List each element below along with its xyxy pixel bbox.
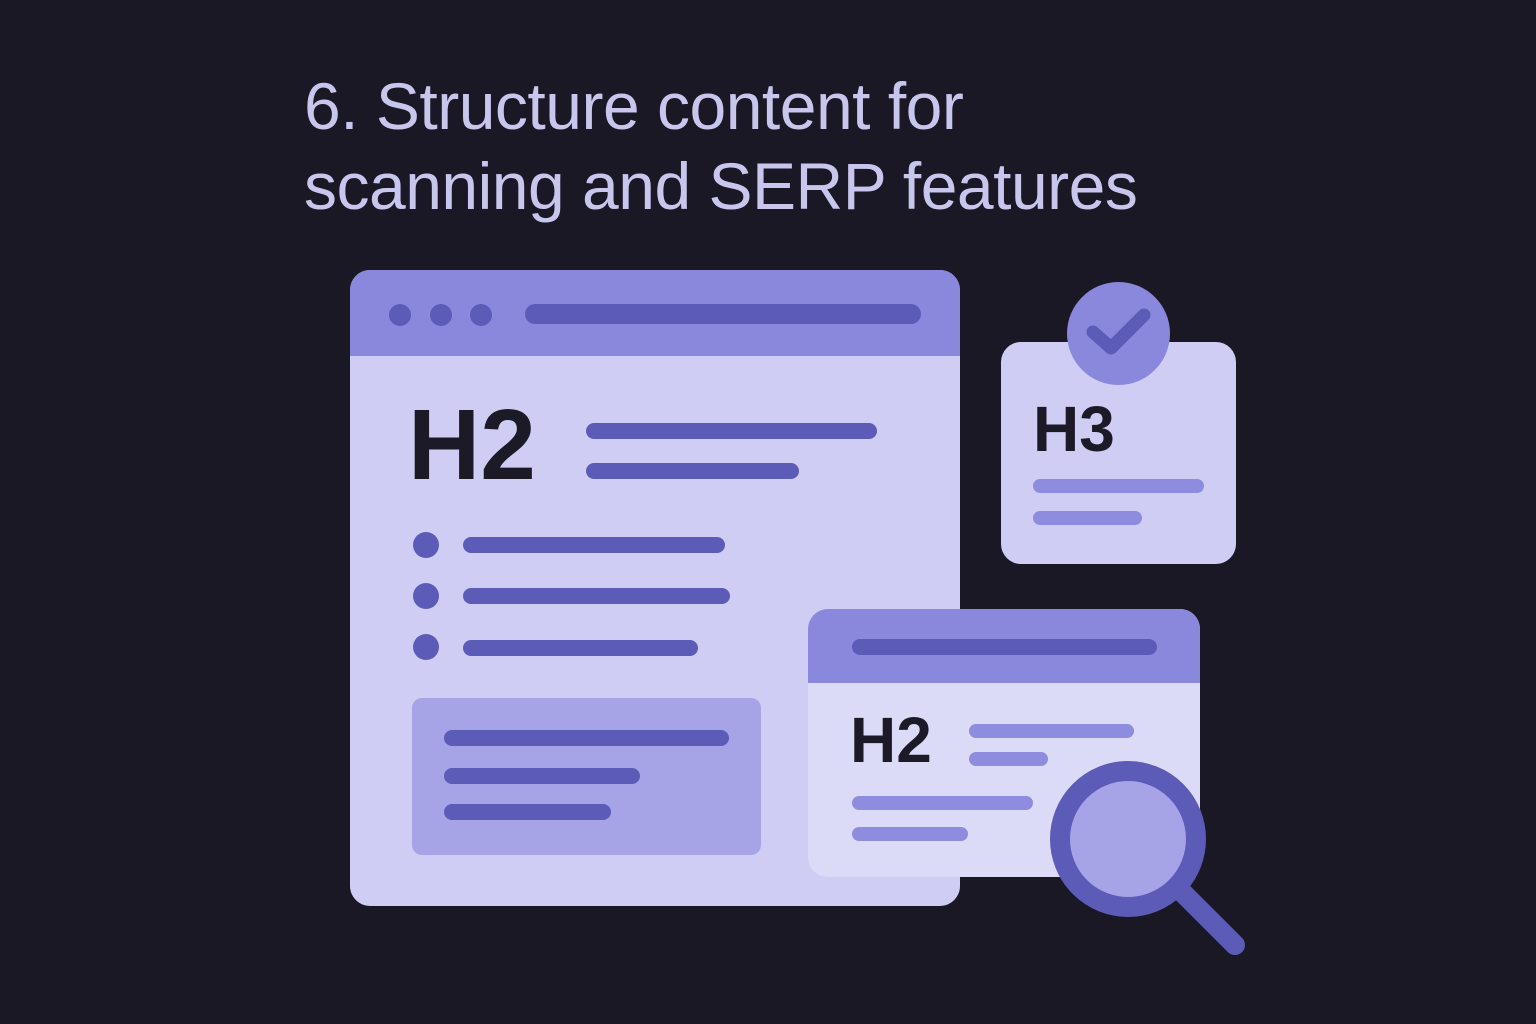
- page-title: 6. Structure content for scanning and SE…: [304, 66, 1138, 226]
- h2-heading: H2: [850, 704, 932, 776]
- text-line: [969, 724, 1134, 738]
- featured-snippet-box: [412, 698, 761, 855]
- checkmark-badge: [1067, 282, 1170, 385]
- serp-titlebar: [808, 609, 1200, 683]
- bullet-icon: [413, 532, 439, 558]
- list-item-line: [463, 537, 725, 553]
- h2-heading: H2: [408, 389, 536, 501]
- text-line: [1033, 511, 1142, 525]
- list-item-line: [463, 588, 730, 604]
- text-line: [852, 827, 968, 841]
- window-dot-icon: [389, 304, 411, 326]
- bullet-icon: [413, 583, 439, 609]
- magnifier-icon: [1050, 761, 1245, 955]
- text-line: [444, 768, 640, 784]
- window-dot-icon: [430, 304, 452, 326]
- title-line-1: 6. Structure content for: [304, 69, 964, 143]
- address-bar: [525, 304, 921, 324]
- text-line: [969, 752, 1048, 766]
- title-line-2: scanning and SERP features: [304, 149, 1138, 223]
- window-dot-icon: [470, 304, 492, 326]
- list-item-line: [463, 640, 698, 656]
- title-bar-line: [852, 639, 1157, 655]
- text-line: [586, 423, 877, 439]
- text-line: [1033, 479, 1204, 493]
- main-browser-window: H2: [350, 270, 960, 906]
- text-line: [852, 796, 1033, 810]
- text-line: [444, 804, 611, 820]
- checkmark-icon: [1086, 308, 1151, 355]
- text-line: [586, 463, 799, 479]
- browser-titlebar: [350, 270, 960, 356]
- bullet-icon: [413, 634, 439, 660]
- h3-heading: H3: [1033, 393, 1115, 465]
- text-line: [444, 730, 729, 746]
- serp-result-card: H2: [808, 609, 1200, 877]
